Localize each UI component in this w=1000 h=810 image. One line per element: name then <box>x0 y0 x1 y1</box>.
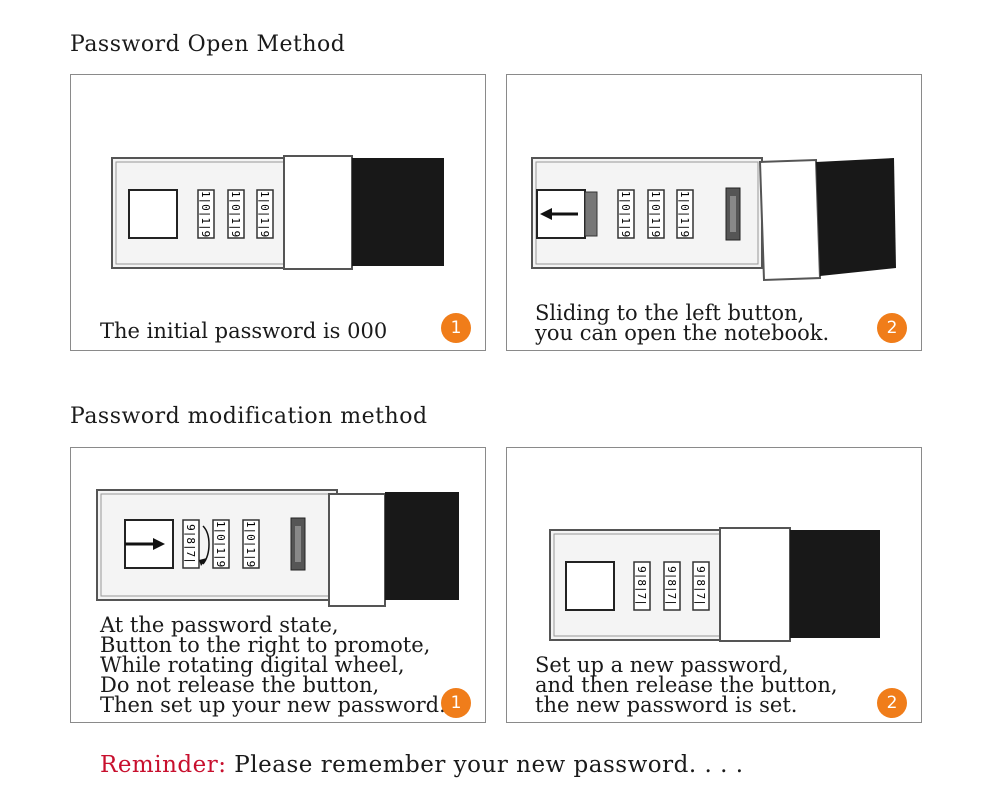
dial-1: 1|0|1|9 <box>617 189 635 239</box>
lock-illustration-modify-1: 9|8|7| 1|0|1|9 1|0|1|9 <box>96 489 459 607</box>
dial-digits: 9|8|7| <box>635 566 648 606</box>
section-heading-modify: Password modification method <box>70 404 428 429</box>
rotate-arrow-icon <box>202 525 210 565</box>
dial-digits: 1|0|1|9 <box>619 191 632 237</box>
step-number-badge: 2 <box>877 688 907 718</box>
dial-digits: 1|0|1|9 <box>244 521 257 567</box>
reminder-label: Reminder: <box>100 752 227 778</box>
step-number-badge: 2 <box>877 313 907 343</box>
dial-2: 1|0|1|9 <box>227 189 245 239</box>
lock-button-icon <box>128 189 178 239</box>
strap <box>816 158 896 276</box>
strap-clasp <box>283 155 353 270</box>
strap <box>352 158 444 266</box>
lock-button-icon <box>565 561 615 611</box>
dial-1-rotating: 9|8|7| <box>182 519 210 569</box>
strap <box>385 492 459 600</box>
lock-illustration-open-1: 1|0|1|9 1|0|1|9 1|0|1|9 <box>111 155 444 270</box>
dial-digits: 1|0|1|9 <box>214 521 227 567</box>
dial-digits: 9|8|7| <box>665 566 678 606</box>
strap-clasp <box>328 493 386 607</box>
dial-digits: 1|0|1|9 <box>678 191 691 237</box>
strap-clasp <box>758 158 822 282</box>
dial-digits: 1|0|1|9 <box>199 191 212 237</box>
strap-clasp <box>719 527 791 642</box>
dial-2: 9|8|7| <box>663 561 681 611</box>
section-heading-open: Password Open Method <box>70 32 346 57</box>
reminder-text: Please remember your new password. . . . <box>226 752 744 778</box>
dial-digits: 9|8|7| <box>694 566 707 606</box>
dial-digits: 1|0|1|9 <box>649 191 662 237</box>
strap <box>790 530 880 638</box>
lock-illustration-open-2: 1|0|1|9 1|0|1|9 1|0|1|9 <box>531 157 896 282</box>
dial-3: 1|0|1|9 <box>242 519 260 569</box>
dial-1: 1|0|1|9 <box>197 189 215 239</box>
dial-2: 1|0|1|9 <box>212 519 230 569</box>
dial-digits: 9|8|7| <box>184 524 197 564</box>
dial-3: 9|8|7| <box>692 561 710 611</box>
step-caption: Sliding to the left button, you can open… <box>535 301 830 345</box>
dial-digits: 1|0|1|9 <box>258 191 271 237</box>
step-caption: Set up a new password, and then release … <box>535 653 838 717</box>
dial-digits: 1|0|1|9 <box>229 191 242 237</box>
step-number-badge: 1 <box>441 313 471 343</box>
dial-1: 9|8|7| <box>633 561 651 611</box>
step-caption: The initial password is 000 <box>100 319 388 343</box>
reminder-note: Reminder: Please remember your new passw… <box>100 752 744 778</box>
lock-illustration-modify-2: 9|8|7| 9|8|7| 9|8|7| <box>549 527 880 642</box>
step-number-badge: 1 <box>441 688 471 718</box>
step-caption: At the password state, Button to the rig… <box>100 613 446 717</box>
dial-3: 1|0|1|9 <box>256 189 274 239</box>
dial-2: 1|0|1|9 <box>647 189 665 239</box>
dial-3: 1|0|1|9 <box>676 189 694 239</box>
